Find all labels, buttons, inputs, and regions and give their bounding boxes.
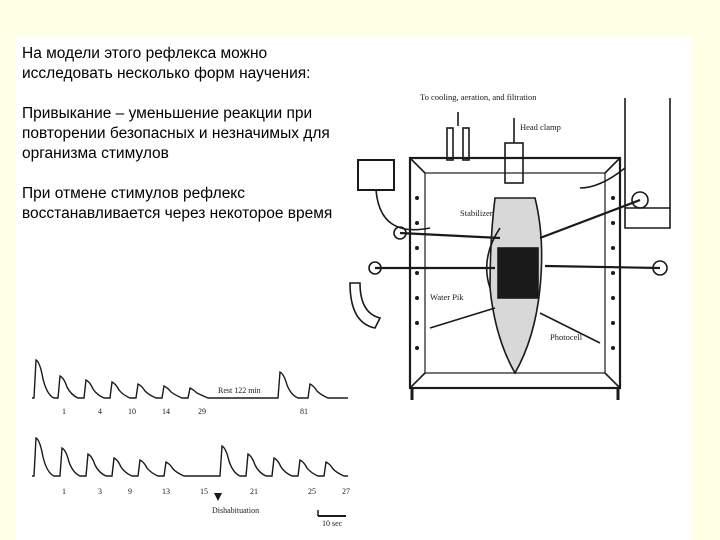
stimulus-number-row2-6: 25 (308, 487, 316, 496)
stimulus-number-row2-0: 1 (62, 487, 66, 496)
stimulus-number-row1-5: 81 (300, 407, 308, 416)
trace-row-2 (32, 436, 348, 477)
dishabituation-arrow (214, 493, 222, 501)
stimulus-number-row1-3: 14 (162, 407, 170, 416)
stimulus-number-row2-2: 9 (128, 487, 132, 496)
water-pik-label: Water Pik (430, 292, 464, 302)
recovery-paragraph: При отмене стимулов рефлекс восстанавлив… (22, 185, 333, 222)
stimulus-number-row1-1: 4 (98, 407, 102, 416)
dishabituation-label: Dishabituation (212, 506, 259, 515)
photocell-label: Photocell (550, 332, 583, 342)
slide-text: На модели этого рефлекса можно исследова… (22, 44, 337, 244)
rest-label: Rest 122 min (218, 386, 261, 395)
stimulus-number-row1-4: 29 (198, 407, 206, 416)
slide-panel (16, 36, 692, 540)
stimulus-number-row2-1: 3 (98, 487, 102, 496)
intro-paragraph: На модели этого рефлекса можно исследова… (22, 45, 311, 82)
stimulus-number-row1-0: 1 (62, 407, 66, 416)
stabilizer-label: Stabilizer (460, 208, 493, 218)
stimulus-number-row2-7: 27 (342, 487, 350, 496)
apparatus-illustration: To cooling, aeration, and filtration Hea… (349, 92, 671, 400)
tank-frame (408, 156, 622, 390)
stimulus-number-row1-2: 10 (128, 407, 136, 416)
cooling-label: To cooling, aeration, and filtration (420, 92, 537, 102)
habituation-paragraph: Привыкание – уменьшение реакции при повт… (22, 105, 330, 162)
head-clamp-label: Head clamp (520, 122, 561, 132)
scale-label: 10 sec (322, 519, 343, 528)
stimulus-number-row2-4: 15 (200, 487, 208, 496)
stimulus-number-row2-5: 21 (250, 487, 258, 496)
trace-row-1 (32, 358, 348, 399)
stimulus-number-row2-3: 13 (162, 487, 170, 496)
